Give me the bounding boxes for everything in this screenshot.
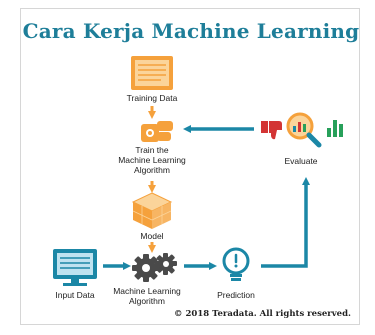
magnifier-chart-icon xyxy=(286,112,322,148)
label-train-line3: Algorithm xyxy=(134,165,170,175)
diagram-title: Cara Kerja Machine Learning xyxy=(22,19,360,43)
label-ml-algorithm: Machine Learning Algorithm xyxy=(107,286,187,306)
diagram-canvas xyxy=(53,56,343,286)
label-ml-algo-line1: Machine Learning xyxy=(113,286,181,296)
bar-chart-icon xyxy=(327,120,343,137)
label-training-data: Training Data xyxy=(126,93,178,103)
label-ml-algo-line2: Algorithm xyxy=(129,296,165,306)
label-input-data: Input Data xyxy=(55,290,95,300)
hand-gear-icon xyxy=(141,121,173,142)
label-model: Model xyxy=(140,231,164,241)
label-train-line1: Train the xyxy=(135,145,169,155)
lightbulb-icon xyxy=(222,247,250,281)
monitor-icon xyxy=(53,249,97,286)
label-evaluate: Evaluate xyxy=(284,156,318,166)
gears-icon xyxy=(132,253,177,282)
cube-stack-icon xyxy=(131,192,173,229)
label-train-algorithm: Train the Machine Learning Algorithm xyxy=(107,145,197,175)
label-train-line2: Machine Learning xyxy=(118,155,186,165)
copyright-text: © 2018 Teradata. All rights reserved. xyxy=(174,309,351,319)
arrow-prediction-to-evaluate xyxy=(261,177,310,268)
document-icon xyxy=(131,56,173,90)
label-prediction: Prediction xyxy=(217,290,255,300)
diagram-frame: Cara Kerja Machine Learning xyxy=(20,8,360,325)
thumbs-down-icon xyxy=(261,121,282,140)
